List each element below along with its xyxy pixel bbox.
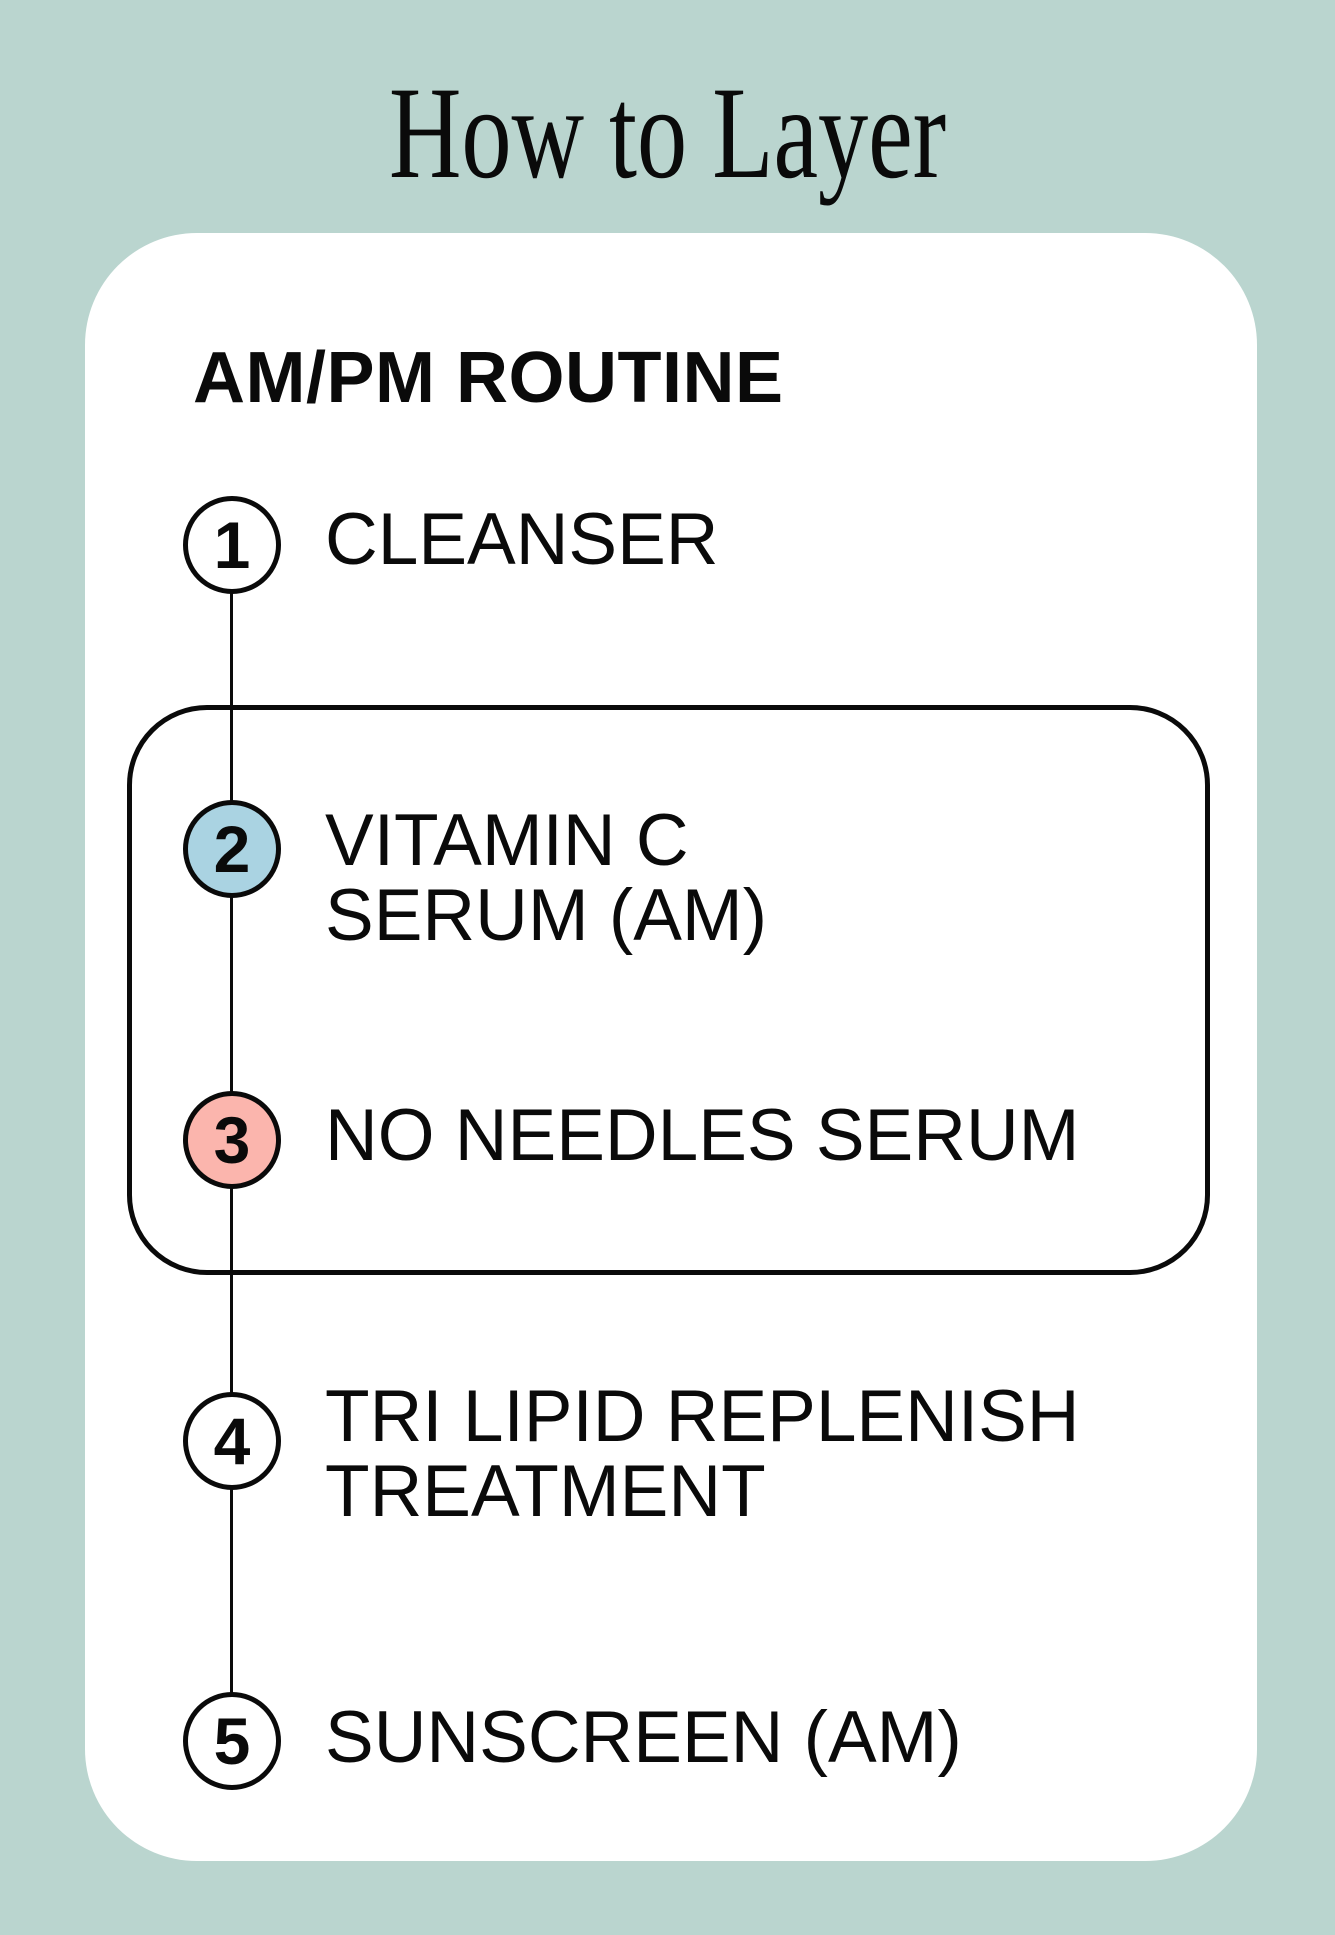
routine-card: AM/PM ROUTINE 1 CLEANSER 2 VITAMIN C SER…	[85, 233, 1257, 1861]
step-2-label-line: SERUM (AM)	[325, 875, 768, 956]
page-title: How to Layer	[0, 58, 1335, 208]
step-1-number: 1	[213, 508, 251, 582]
step-1-circle: 1	[183, 496, 281, 594]
step-5-label: SUNSCREEN (AM)	[325, 1700, 962, 1775]
step-4-label-line: TREATMENT	[325, 1451, 766, 1532]
step-4-number: 4	[213, 1404, 251, 1478]
serum-group-outline	[127, 705, 1210, 1275]
step-3-label-line: NO NEEDLES SERUM	[325, 1095, 1080, 1176]
step-3-number: 3	[213, 1103, 251, 1177]
step-2-label: VITAMIN C SERUM (AM)	[325, 803, 767, 953]
step-1-label-line: CLEANSER	[325, 499, 719, 580]
step-5-number: 5	[213, 1704, 251, 1778]
routine-heading: AM/PM ROUTINE	[193, 338, 784, 418]
step-2-circle: 2	[183, 800, 281, 898]
step-4-label: TRI LIPID REPLENISH TREATMENT	[325, 1379, 1080, 1529]
step-4-label-line: TRI LIPID REPLENISH	[325, 1376, 1080, 1457]
step-5-circle: 5	[183, 1692, 281, 1790]
step-5-label-line: SUNSCREEN (AM)	[325, 1697, 962, 1778]
step-4-circle: 4	[183, 1392, 281, 1490]
step-2-label-line: VITAMIN C	[325, 800, 689, 881]
step-2-number: 2	[213, 812, 251, 886]
step-3-circle: 3	[183, 1091, 281, 1189]
step-3-label: NO NEEDLES SERUM	[325, 1098, 1080, 1173]
step-1-label: CLEANSER	[325, 502, 719, 577]
page-title-text: How to Layer	[388, 59, 947, 206]
